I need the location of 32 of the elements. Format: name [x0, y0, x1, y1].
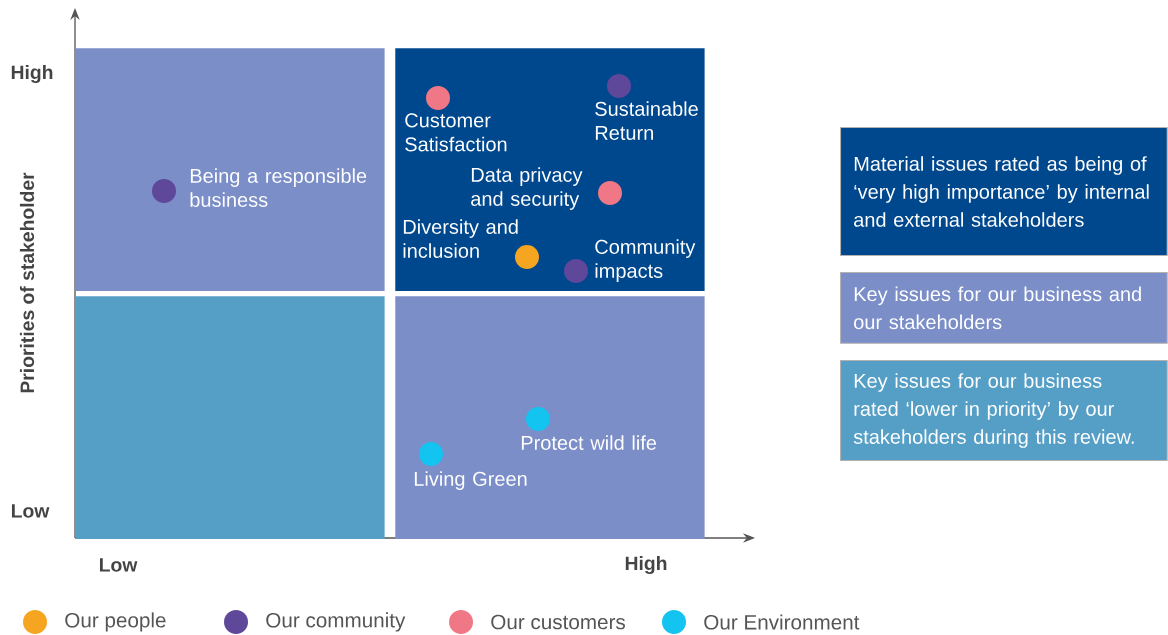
axis-label: Priorities of stakeholder	[19, 172, 35, 393]
issue-dot	[515, 245, 539, 269]
issue-dot	[526, 407, 550, 431]
axis-label: Low	[12, 504, 50, 518]
issue-dot	[419, 442, 443, 466]
axis-label: Low	[100, 558, 138, 572]
issue-label: Living Green	[414, 471, 527, 490]
issue-dot	[152, 179, 176, 203]
issue-label: Data privacy and security	[471, 167, 583, 210]
issue-label: Customer Satisfaction	[405, 113, 507, 152]
axis-label: High	[625, 555, 667, 575]
legend-label: Our community	[266, 612, 406, 632]
issue-label: Protect wild life	[521, 435, 657, 450]
key-box: Key issues for our business and our stakeholders	[840, 272, 1168, 344]
axis-label: High	[11, 64, 53, 84]
key-box: Material issues rated as being of ‘very high importance’ by internal and external stakeholders	[840, 127, 1168, 257]
quadrant-box	[395, 48, 705, 291]
issue-dot	[426, 86, 450, 110]
issue-label: Community impacts	[595, 239, 696, 282]
issue-label: Sustainable Return	[595, 101, 698, 140]
legend-label: Our people	[65, 612, 166, 632]
key-box: Key issues for our business rated ‘lower in priority’ by our stakeholders during this review.	[840, 360, 1168, 462]
issue-label: Diversity and inclusion	[403, 219, 518, 258]
issue-dot	[607, 74, 631, 98]
issue-label: Being a responsible business	[190, 168, 367, 207]
quadrant-box	[395, 296, 705, 539]
quadrant-box	[75, 48, 385, 291]
issue-dot	[564, 259, 588, 283]
legend-label: Our Environment	[704, 614, 860, 630]
issue-dot	[598, 181, 622, 205]
quadrant-box	[75, 296, 385, 539]
legend-label: Our customers	[491, 614, 625, 630]
